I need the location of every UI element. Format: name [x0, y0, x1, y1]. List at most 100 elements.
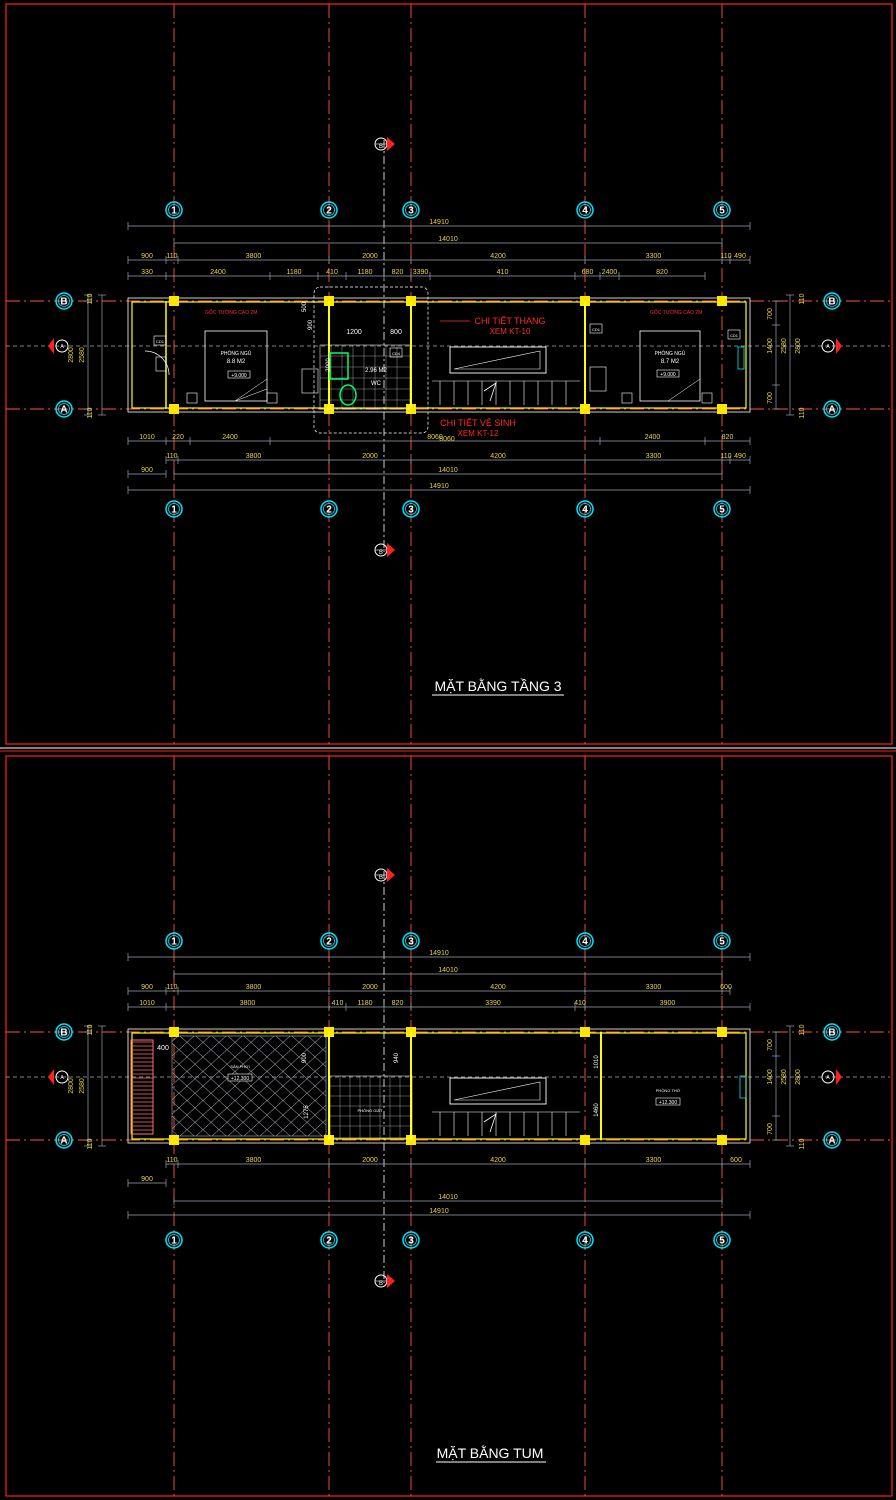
room-area: 8.8 M2: [227, 359, 246, 365]
dimension-value: 410: [574, 1000, 586, 1007]
inner-dim: 1460: [594, 1103, 600, 1117]
hatch-line: [172, 1086, 227, 1136]
section-marker: B: [374, 543, 395, 557]
section-tag: A: [60, 1075, 64, 1081]
dimension-value: 2000: [362, 984, 378, 991]
grid-label: B: [828, 297, 835, 308]
grid-bubble: [576, 1231, 594, 1249]
dimension-value: 3300: [646, 984, 662, 991]
section-arrow: [387, 137, 395, 151]
structural-column: [717, 1135, 727, 1145]
grid-bubble: [713, 201, 731, 219]
hatch-frame: [171, 1035, 327, 1137]
hatch-line: [172, 1036, 195, 1057]
dimension-value: 3800: [246, 1157, 262, 1164]
dimension-value: 110: [720, 453, 731, 460]
dimension-value: 3300: [646, 453, 662, 460]
grid-bubble: [320, 500, 338, 518]
stair-detail-note: CHI TIẾT THANG: [474, 316, 545, 326]
sheet-frame-top: [5, 3, 893, 745]
grid-label: A: [828, 1136, 835, 1147]
inner-dim: 940: [394, 1052, 400, 1063]
section-tag: B: [379, 144, 383, 150]
hatch-line: [172, 1036, 243, 1100]
hatch-line: [404, 1036, 514, 1136]
grid-bubble-inner: [716, 503, 728, 515]
wc-tiles: [319, 344, 411, 410]
dimension-value: 490: [734, 253, 746, 260]
section-tag: B: [379, 550, 383, 556]
grid-bubble-inner: [168, 503, 180, 515]
structural-column: [169, 1027, 179, 1037]
sheet-frame-bottom: [5, 755, 893, 1497]
door-tag: CD1: [592, 327, 601, 332]
grid-bubble-inner: [579, 935, 591, 947]
grid-bubble-inner: [579, 503, 591, 515]
hatch-line: [172, 1101, 211, 1136]
hatch-line: [172, 1036, 275, 1130]
grid-label: 1: [171, 937, 177, 948]
grid-bubble-inner: [323, 935, 335, 947]
inner-dim: 900: [308, 319, 314, 330]
door-tag: CD1: [730, 333, 739, 338]
toilet: [339, 384, 357, 406]
wardrobe: [589, 366, 607, 392]
dimension-value: 900: [141, 984, 153, 991]
stair-landing: [449, 346, 547, 374]
dim-overall-bottom: 14910: [127, 1208, 751, 1219]
section-tag: B: [379, 1281, 383, 1287]
inner-dim: 900: [302, 1052, 308, 1063]
dimension-value: 1180: [286, 269, 301, 276]
side-dim-value: 1400: [767, 1069, 774, 1085]
dimension-value: 4200: [490, 453, 506, 460]
grid-bubble: [713, 500, 731, 518]
grid-label: B: [60, 1028, 67, 1039]
hatch-line: [420, 1036, 530, 1136]
grid-label: 5: [719, 505, 725, 516]
grid-bubble: [320, 1231, 338, 1249]
section-circle: [55, 1070, 69, 1084]
grid-bubble-inner: [405, 204, 417, 216]
level-box: [656, 369, 680, 378]
dimension-value: 600: [720, 984, 732, 991]
grid-bubble: [165, 201, 183, 219]
grid-bubble: [576, 932, 594, 950]
structural-column: [717, 296, 727, 306]
dimension-value: 820: [392, 269, 404, 276]
grid-label: 4: [582, 206, 588, 217]
grid-bubble-inner: [716, 935, 728, 947]
room-area: 8.7 M2: [661, 359, 680, 365]
dim-axis-top: 14010: [173, 236, 723, 247]
grid-label: 1: [171, 505, 177, 516]
grid-bubble: [713, 1231, 731, 1249]
door-leaf: [155, 356, 167, 372]
stair-arrow: [483, 1113, 497, 1133]
detail-callout-frame: [313, 286, 429, 434]
dimension-value: 8060: [427, 434, 443, 441]
grid-bubble-inner: [168, 935, 180, 947]
room-name: PHÒNG NGỦ: [221, 350, 252, 357]
room-level: +12.300: [231, 1076, 249, 1082]
dimension-value: 14910: [429, 219, 449, 226]
side-section-marker: A: [821, 338, 842, 354]
side-section-marker: A: [48, 1069, 69, 1085]
side-dim-value: 2580: [79, 347, 86, 363]
side-dim-value: 110: [799, 1138, 806, 1149]
side-dim-value: 2580: [781, 1069, 788, 1085]
dimension-value: 1010: [139, 1000, 155, 1007]
structural-column: [580, 1027, 590, 1037]
nightstand: [186, 392, 198, 404]
dimension-value: 900: [141, 253, 153, 260]
grid-bubble-inner: [323, 1234, 335, 1246]
brick-outline: [130, 1039, 154, 1135]
grid-bubble: [823, 1131, 841, 1149]
grid-bubble-inner: [826, 1026, 838, 1038]
hatch-line: [172, 1036, 227, 1086]
dimension-value: 110: [166, 984, 177, 991]
inner-dim: 500: [302, 301, 308, 312]
dimension-value: 330: [141, 269, 153, 276]
